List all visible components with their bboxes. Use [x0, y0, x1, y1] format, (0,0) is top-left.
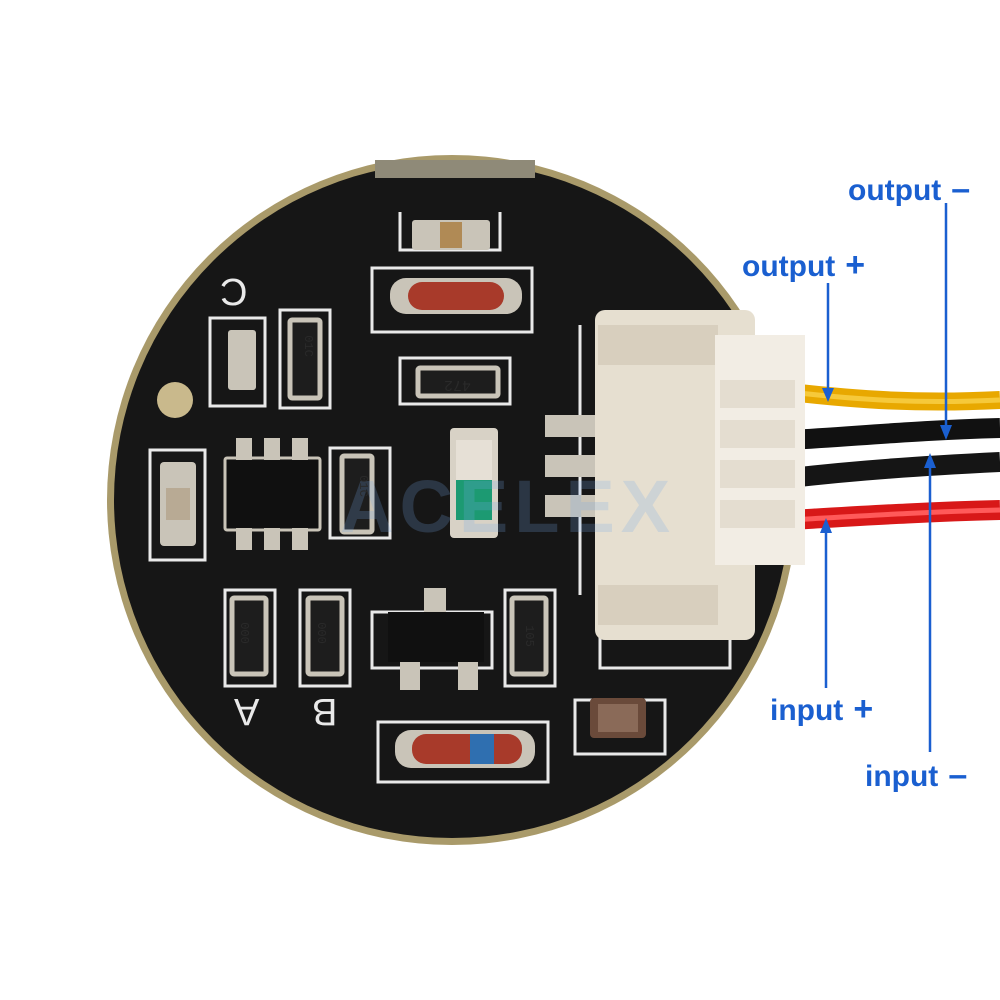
label-input-plus-sign: +	[853, 690, 874, 728]
wire-black-2	[788, 452, 1000, 488]
label-input-minus-sign: –	[948, 756, 968, 794]
jst-connector	[545, 310, 805, 640]
label-input-plus: input +	[770, 692, 873, 726]
label-input-minus: input–	[865, 758, 967, 792]
resistor-code-000-b: 000	[313, 622, 328, 644]
label-output-minus-text: output	[848, 174, 942, 207]
resistor-code-472: 472	[444, 376, 472, 393]
silkscreen-c: C	[220, 270, 248, 312]
smd-components	[160, 220, 646, 768]
label-input-plus-text: input	[770, 694, 844, 727]
wire-bundle	[788, 383, 1000, 530]
resistor-code-01c-mid: 01C	[355, 475, 370, 497]
label-output-minus: output–	[848, 172, 970, 206]
resistor-code-105: 105	[521, 625, 536, 647]
silkscreen-b: B	[312, 690, 338, 732]
label-output-plus-sign: +	[845, 246, 866, 284]
wire-black-1	[789, 418, 1000, 450]
label-output-minus-sign: –	[951, 170, 971, 208]
label-input-minus-text: input	[865, 760, 939, 793]
silkscreen-a: A	[234, 690, 260, 732]
callout-lines	[820, 203, 952, 752]
brand-watermark: ACELEX	[340, 465, 677, 548]
label-output-plus-text: output	[742, 250, 836, 283]
resistor-code-01c-top: 01C	[300, 335, 315, 357]
label-output-plus: output +	[742, 248, 865, 282]
resistor-code-000-a: 000	[236, 622, 251, 644]
